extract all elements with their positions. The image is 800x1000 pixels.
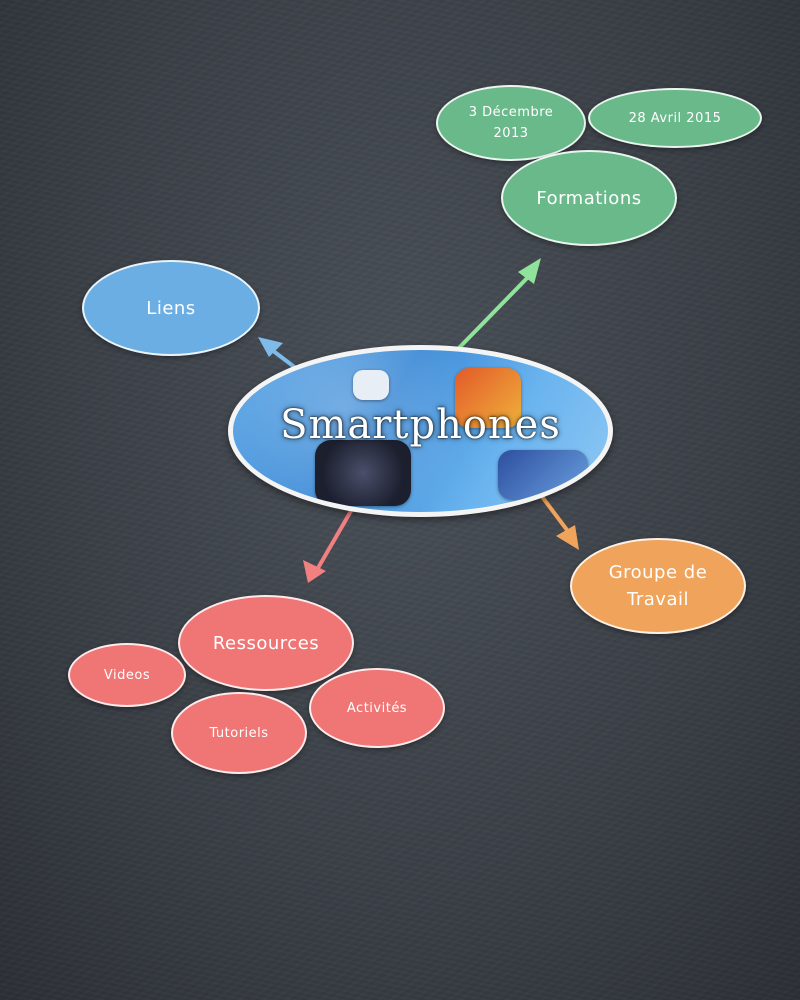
arrow-to-formations: [453, 270, 535, 354]
node-groupe-label: Groupe de Travail: [608, 562, 708, 610]
app-icon-red: [455, 368, 521, 428]
node-activites-label: Activités: [346, 700, 408, 716]
node-date-2-label: 28 Avril 2015: [628, 110, 722, 126]
node-tutoriels-label: Tutoriels: [209, 725, 269, 741]
node-date-1[interactable]: 3 Décembre 2013: [436, 85, 586, 161]
arrowhead-formations: [518, 258, 541, 284]
central-node-label: Smartphones: [280, 402, 561, 448]
arrow-to-groupe: [538, 492, 572, 536]
arrowhead-groupe: [556, 525, 579, 550]
node-videos-label: Videos: [103, 667, 151, 683]
node-tutoriels[interactable]: Tutoriels: [171, 692, 307, 774]
app-icon-small: [353, 370, 389, 400]
app-icon-space: [315, 440, 411, 506]
node-ressources-label: Ressources: [212, 632, 320, 654]
arrowhead-liens: [258, 337, 283, 357]
node-date-1-label: 3 Décembre 2013: [468, 105, 554, 141]
node-formations-label: Formations: [536, 187, 642, 209]
node-liens[interactable]: Liens: [82, 260, 260, 356]
arrowhead-ressources: [303, 560, 326, 583]
node-date-2[interactable]: 28 Avril 2015: [588, 88, 762, 148]
node-videos[interactable]: Videos: [68, 643, 186, 707]
node-groupe-de-travail[interactable]: Groupe de Travail: [570, 538, 746, 634]
central-node[interactable]: Smartphones: [228, 345, 613, 517]
node-activites[interactable]: Activités: [309, 668, 445, 748]
node-ressources[interactable]: Ressources: [178, 595, 354, 691]
app-icon-nasa: [498, 450, 588, 500]
node-liens-label: Liens: [146, 297, 196, 319]
node-formations[interactable]: Formations: [501, 150, 677, 246]
